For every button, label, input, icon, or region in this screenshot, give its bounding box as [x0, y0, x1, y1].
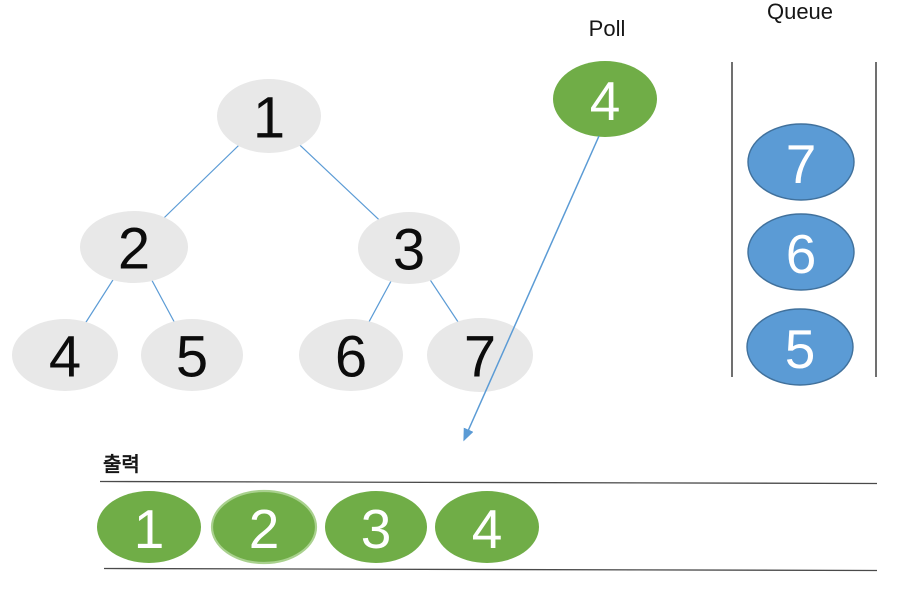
- tree-node-6-label: 6: [335, 325, 367, 390]
- output-item-1-label: 1: [134, 498, 165, 560]
- queue-item-5-label: 5: [785, 318, 816, 380]
- tree-node-4: [12, 319, 118, 391]
- tree-node-7: [427, 318, 533, 392]
- queue-item-5: [746, 308, 854, 386]
- queue-caption: Queue: [767, 0, 833, 24]
- poll-to-output-arrow: [463, 135, 600, 442]
- tree-node-4-label: 4: [49, 325, 81, 390]
- poll-ellipse: [553, 61, 657, 137]
- output-area: 1 2 3 4: [97, 480, 878, 572]
- queue-item-6-label: 6: [786, 223, 817, 285]
- output-caption: 출력: [103, 453, 140, 476]
- tree-node-6: [299, 319, 403, 391]
- poll-node: 4: [553, 61, 657, 137]
- output-line-bottom: [103, 567, 878, 572]
- queue-item-7: [747, 123, 855, 201]
- tree-node-1: [217, 79, 321, 153]
- poll-value: 4: [590, 70, 621, 132]
- tree-node-5-label: 5: [176, 325, 208, 390]
- output-item-1: [97, 491, 201, 563]
- tree-node-1-label: 1: [253, 86, 285, 151]
- poll-caption: Poll: [589, 16, 626, 41]
- queue-item-6: [747, 213, 855, 291]
- output-item-4: [435, 491, 539, 563]
- tree-node-5: [141, 319, 243, 391]
- output-line-top: [99, 480, 878, 485]
- tree-node-3-label: 3: [393, 218, 425, 283]
- queue-item-7-label: 7: [786, 133, 817, 195]
- tree-node-2-label: 2: [118, 217, 150, 282]
- output-item-3-label: 3: [361, 498, 392, 560]
- output-item-4-label: 4: [472, 498, 503, 560]
- queue-container: 7 6 5: [731, 62, 877, 386]
- output-item-2: [210, 489, 318, 565]
- tree-node-3: [358, 212, 460, 284]
- binary-tree: 1 2 3 4 5 6 7: [12, 79, 533, 392]
- tree-node-2: [80, 211, 188, 283]
- output-item-2-label: 2: [249, 498, 280, 560]
- output-item-3: [325, 491, 427, 563]
